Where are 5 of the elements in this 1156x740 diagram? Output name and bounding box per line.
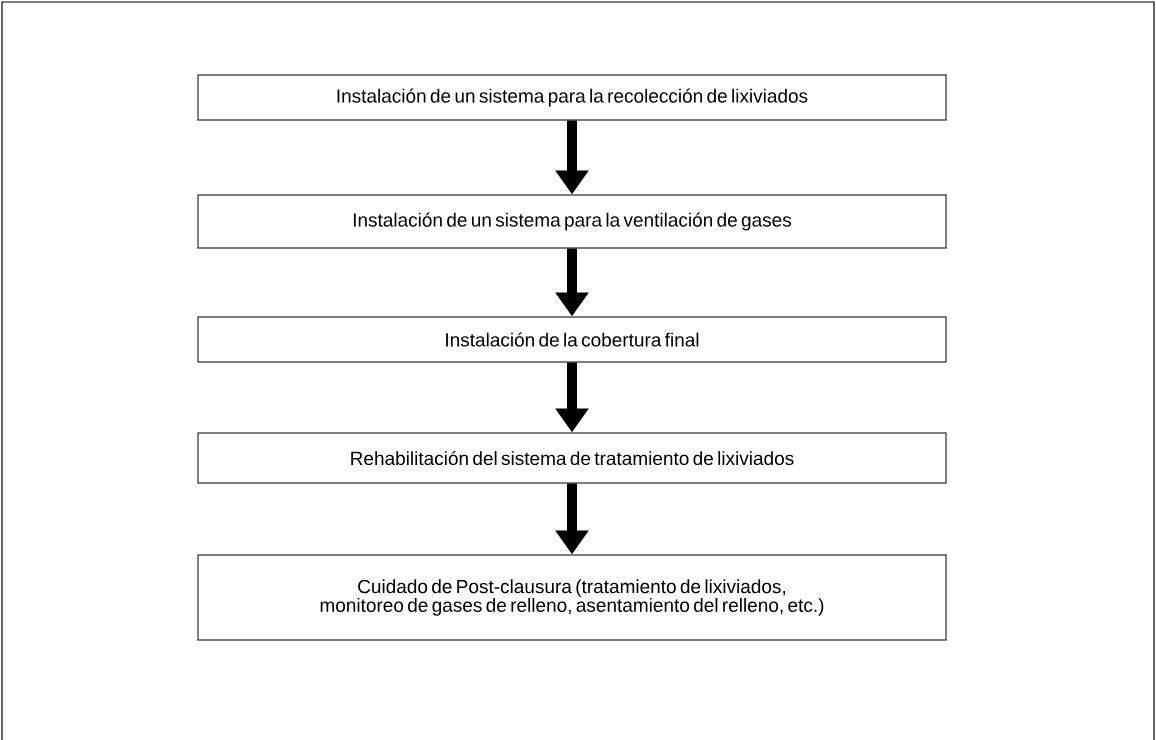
process-box: Rehabilitación del sistema de tratamiento de lixiviados: [197, 432, 947, 484]
process-box: Instalación de la cobertura final: [197, 316, 947, 363]
process-box: Instalación de un sistema para la recolección de lixiviados: [197, 74, 947, 121]
process-box: Cuidado de Post-clausura (tratamiento de lixiviados, monitoreo de gases de relleno, asentamiento del relleno, etc.): [197, 554, 947, 641]
process-box: Instalación de un sistema para la ventilación de gases: [197, 194, 947, 249]
